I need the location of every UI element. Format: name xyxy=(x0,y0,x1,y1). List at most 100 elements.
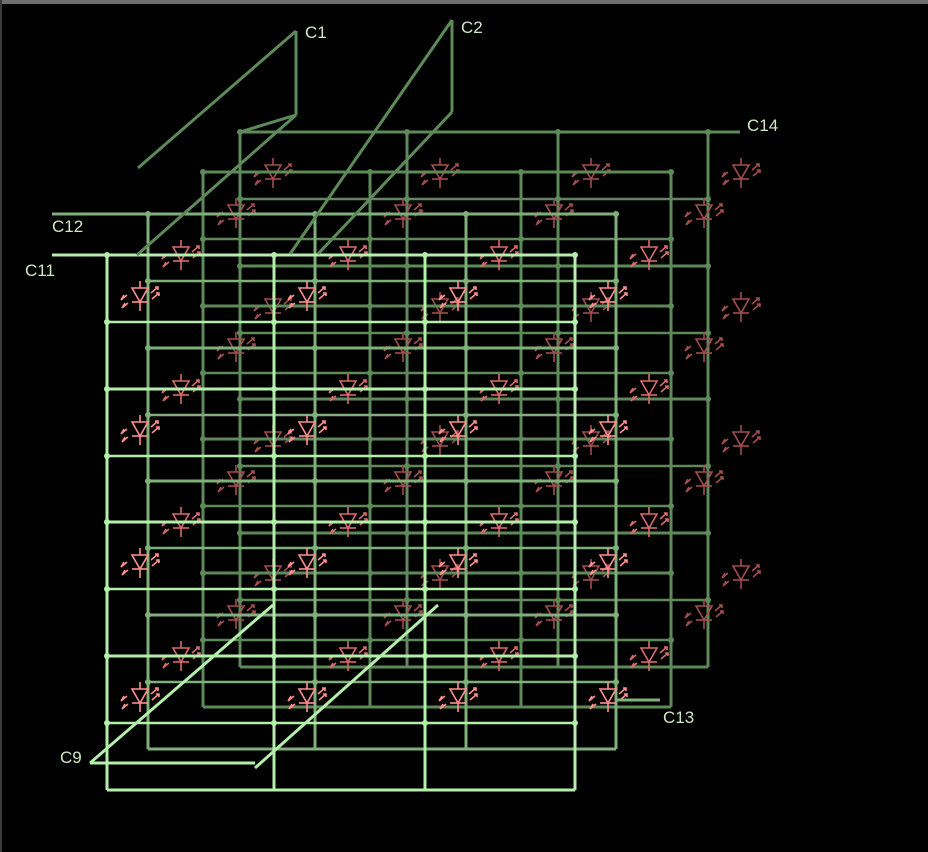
junction-dot xyxy=(463,545,469,551)
junction-dot xyxy=(104,720,110,726)
junction-dot xyxy=(367,637,373,643)
label-c13: C13 xyxy=(663,708,694,727)
junction-dot xyxy=(367,303,373,309)
led-icon xyxy=(721,292,761,322)
led-icon xyxy=(479,641,519,671)
led-icon xyxy=(383,599,423,629)
junction-dot xyxy=(104,386,110,392)
junction-dot xyxy=(312,612,318,618)
c1-diagonal xyxy=(137,29,297,170)
label-c12: C12 xyxy=(52,217,83,236)
junction-dot xyxy=(200,503,206,509)
junction-dot xyxy=(422,720,428,726)
junction-dot xyxy=(572,453,578,459)
junction-dot xyxy=(422,519,428,525)
led-icon xyxy=(216,332,256,362)
junction-dot xyxy=(145,679,151,685)
led-icon xyxy=(629,507,669,537)
junction-dot xyxy=(518,370,524,376)
junction-dot xyxy=(613,345,619,351)
junction-dot xyxy=(271,519,277,525)
junction-dot xyxy=(572,319,578,325)
junction-dot xyxy=(572,720,578,726)
junction-dot xyxy=(555,129,561,135)
junction-dot xyxy=(271,653,277,659)
junction-dot xyxy=(367,370,373,376)
led-icon xyxy=(438,682,478,712)
junction-dot xyxy=(237,597,243,603)
junction-dot xyxy=(271,319,277,325)
junction-dot xyxy=(422,252,428,258)
junction-dot xyxy=(200,169,206,175)
led-icon xyxy=(629,240,669,270)
junction-dot xyxy=(145,345,151,351)
junction-dot xyxy=(613,545,619,551)
junction-dot xyxy=(613,612,619,618)
junction-dot xyxy=(463,211,469,217)
junction-dot xyxy=(404,196,410,202)
junction-dot xyxy=(312,278,318,284)
c1-diagonal xyxy=(136,113,297,257)
label-c11: C11 xyxy=(25,261,55,280)
c9-diagonal xyxy=(254,603,439,770)
junction-dot xyxy=(404,129,410,135)
junction-dot xyxy=(463,478,469,484)
junction-dot xyxy=(463,278,469,284)
junction-dot xyxy=(668,303,674,309)
junction-dot xyxy=(422,586,428,592)
junction-dot xyxy=(404,597,410,603)
junction-dot xyxy=(422,453,428,459)
junction-dot xyxy=(200,370,206,376)
junction-dot xyxy=(271,453,277,459)
led-icon xyxy=(629,641,669,671)
junction-dot xyxy=(518,570,524,576)
junction-dot xyxy=(705,597,711,603)
junction-dot xyxy=(705,196,711,202)
led-icon xyxy=(287,415,327,445)
layer-front xyxy=(104,252,628,792)
led-icon xyxy=(383,465,423,495)
window-left-border xyxy=(0,0,2,852)
junction-dot xyxy=(668,637,674,643)
layer-mid-front xyxy=(145,211,669,751)
led-icon xyxy=(588,281,628,311)
junction-dot xyxy=(237,330,243,336)
junction-dot xyxy=(705,330,711,336)
junction-dot xyxy=(518,169,524,175)
junction-dot xyxy=(705,263,711,269)
junction-dot xyxy=(613,679,619,685)
junction-dot xyxy=(104,653,110,659)
junction-dot xyxy=(463,412,469,418)
led-icon xyxy=(438,548,478,578)
led-icon xyxy=(120,281,160,311)
led-icon xyxy=(120,682,160,712)
junction-dot xyxy=(555,196,561,202)
junction-dot xyxy=(518,637,524,643)
junction-dot xyxy=(237,463,243,469)
junction-dot xyxy=(668,169,674,175)
junction-dot xyxy=(312,545,318,551)
junction-dot xyxy=(572,386,578,392)
led-icon xyxy=(287,548,327,578)
junction-dot xyxy=(271,586,277,592)
junction-dot xyxy=(463,679,469,685)
junction-dot xyxy=(422,653,428,659)
junction-dot xyxy=(555,263,561,269)
junction-dot xyxy=(668,236,674,242)
c2-diagonal xyxy=(316,110,454,256)
junction-dot xyxy=(555,330,561,336)
junction-dot xyxy=(668,436,674,442)
led-icon xyxy=(684,465,724,495)
junction-dot xyxy=(200,637,206,643)
junction-dot xyxy=(145,412,151,418)
junction-dot xyxy=(613,211,619,217)
junction-dot xyxy=(312,679,318,685)
junction-dot xyxy=(271,386,277,392)
led-icon xyxy=(721,559,761,589)
junction-dot xyxy=(613,478,619,484)
junction-dot xyxy=(404,530,410,536)
junction-dot xyxy=(668,570,674,576)
junction-dot xyxy=(237,263,243,269)
junction-dot xyxy=(404,330,410,336)
junction-dot xyxy=(312,345,318,351)
